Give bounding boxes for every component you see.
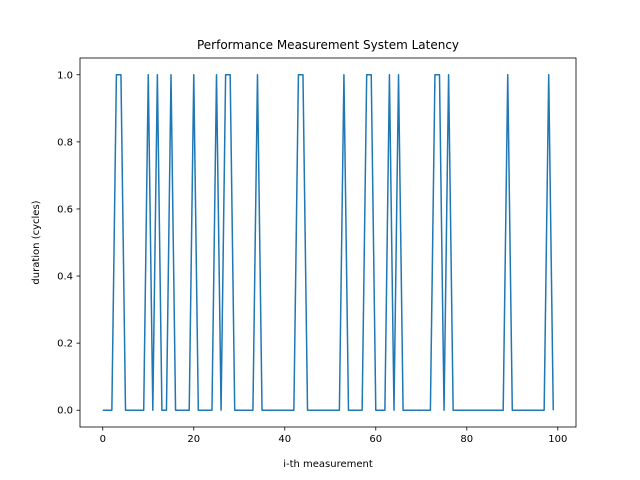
chart-title: Performance Measurement System Latency <box>197 38 459 52</box>
series-line-0 <box>102 74 554 411</box>
y-axis-label: duration (cycles) <box>31 200 42 284</box>
plot-area <box>102 74 554 411</box>
y-tick-label: 0.4 <box>57 272 73 283</box>
x-axis: 0 20 40 60 80 100 <box>100 427 567 445</box>
x-tick-label: 100 <box>548 434 567 445</box>
x-tick-label: 40 <box>278 434 291 445</box>
y-axis: 0.0 0.2 0.4 0.6 0.8 1.0 <box>57 70 80 417</box>
y-tick-label: 0.0 <box>57 406 73 417</box>
y-tick-label: 1.0 <box>57 70 73 81</box>
y-tick-label: 0.8 <box>57 137 73 148</box>
y-tick-label: 0.2 <box>57 339 73 350</box>
x-tick-label: 80 <box>460 434 473 445</box>
axes-frame <box>79 57 577 428</box>
x-tick-label: 60 <box>369 434 382 445</box>
y-tick-label: 0.6 <box>57 204 73 215</box>
x-tick-label: 20 <box>187 434 200 445</box>
x-tick-label: 0 <box>100 434 106 445</box>
x-axis-label: i-th measurement <box>283 459 373 470</box>
